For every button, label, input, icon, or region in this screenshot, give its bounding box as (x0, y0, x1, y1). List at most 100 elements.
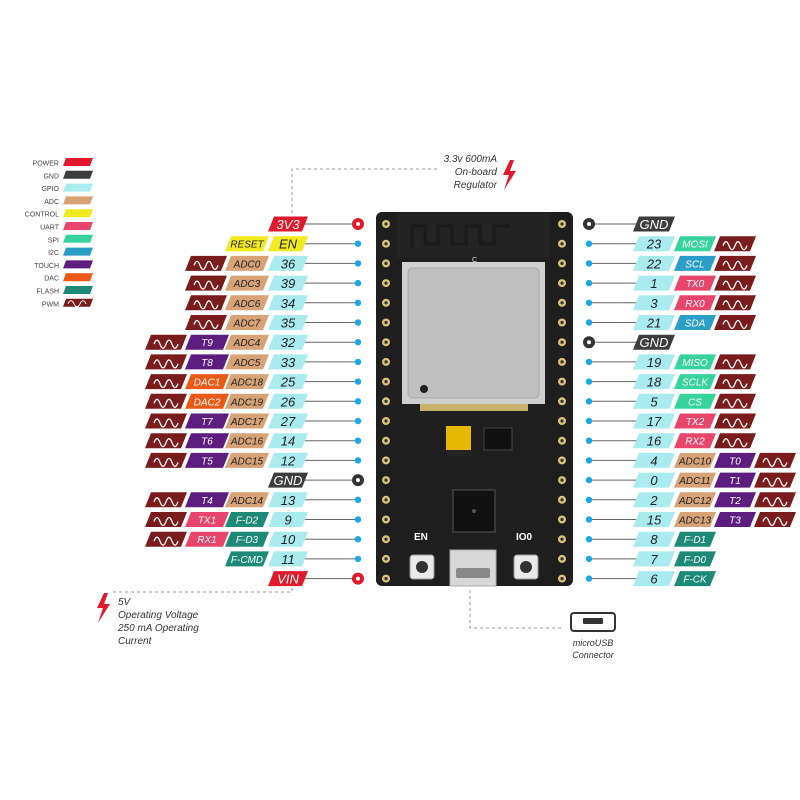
gpio-tag (268, 512, 308, 527)
header-pin-hole (384, 261, 388, 265)
pwm-tag (714, 275, 756, 291)
uart-tag (674, 295, 716, 311)
pin-number-label: 8 (650, 532, 658, 547)
pin-number-label: EN (279, 237, 298, 252)
pin-dot (354, 496, 362, 503)
pin-function-label: TX2 (686, 417, 705, 428)
gnd-tag (268, 472, 308, 488)
header-pin-hole (384, 222, 388, 226)
pin-function-label: ADC10 (678, 456, 712, 467)
left-pin-row: GND (268, 472, 364, 488)
gpio-tag (633, 512, 675, 527)
header-pin-hole (384, 478, 388, 482)
pwm-tag (185, 275, 227, 291)
pin-function-label: ADC18 (230, 378, 264, 389)
legend-item-i2c: I2C (48, 247, 93, 257)
pin-function-label: SCL (685, 259, 704, 270)
gpio-tag (268, 374, 308, 390)
pwm-tag (185, 255, 227, 271)
gnd-tag (633, 216, 675, 232)
right-pin-row: GND (583, 216, 675, 232)
pin-dot (585, 398, 593, 405)
header-pin-hole (560, 261, 564, 265)
pin-dot (585, 476, 593, 484)
gpio-tag (633, 413, 675, 429)
pin-dot (354, 319, 362, 326)
i2c-tag (674, 315, 716, 330)
pin-dot-center (587, 340, 591, 345)
pin-number-label: VIN (277, 572, 299, 587)
legend-label: DAC (44, 276, 59, 283)
pin-dot-center (356, 222, 360, 226)
pwm-tag (145, 433, 187, 449)
right-pin-row: 17 TX2 (585, 413, 756, 429)
pwm-tag (714, 295, 756, 311)
header-pin-hole (384, 340, 388, 344)
gpio-tag (633, 236, 675, 252)
touch-tag (185, 334, 229, 350)
pwm-tag (185, 315, 227, 330)
pwm-tag (145, 452, 187, 468)
gpio-tag (633, 354, 675, 370)
board-en-label: EN (414, 532, 428, 543)
pwm-wave-icon (762, 516, 788, 527)
flash-tag (674, 571, 716, 587)
spi-tag (674, 393, 716, 409)
pin-function-label: ADC6 (233, 299, 261, 310)
pin-dot (354, 299, 362, 306)
legend-swatch (63, 234, 93, 243)
pin-dot (354, 398, 362, 405)
gnd-tag (633, 334, 675, 350)
left-pin-row: 3V3 (268, 216, 364, 232)
pin-number-label: 3 (650, 296, 658, 311)
adc-tag (674, 512, 716, 527)
gpio-tag (633, 255, 675, 271)
touch-tag (185, 433, 229, 449)
header-pin-hole (384, 399, 388, 403)
pin-dot-center (356, 478, 360, 483)
legend-swatch (63, 209, 93, 218)
adc-tag (225, 255, 269, 271)
legend-swatch (63, 170, 93, 179)
header-pin-hole (384, 419, 388, 423)
legend-item-dac: DAC (44, 273, 93, 283)
pwm-tag (754, 472, 796, 488)
pwm-wave-icon (762, 497, 788, 507)
pin-dot (354, 339, 362, 346)
gpio-tag (633, 433, 675, 449)
header-pin-hole (384, 242, 388, 246)
pin-dot (585, 457, 593, 464)
header-pin-hole (560, 320, 564, 325)
pin-number-label: 17 (647, 414, 662, 429)
legend-item-touch: TOUCH (34, 260, 93, 270)
power-tag (268, 216, 308, 232)
pin-function-label: T2 (729, 496, 741, 507)
header-pin-hole (560, 478, 564, 482)
pin-dot (354, 358, 362, 366)
usb-annotation: microUSB Connector (469, 590, 616, 660)
pwm-wave-icon (153, 536, 179, 546)
gpio-tag (268, 334, 308, 350)
pin-number-label: 35 (281, 316, 296, 331)
gpio-tag (268, 433, 308, 449)
pin-number-label: 16 (647, 434, 662, 449)
legend-item-gpio: GPIO (41, 183, 93, 193)
header-pin-hole (560, 399, 564, 403)
legend-item-flash: FLASH (36, 286, 93, 296)
pin-function-label: ADC19 (230, 397, 264, 408)
gpio-tag (633, 295, 675, 311)
pin-number-label: 25 (280, 375, 296, 390)
pin-number-label: 2 (649, 493, 658, 508)
pwm-wave-icon (153, 516, 179, 527)
left-pin-row: 11F-CMD (225, 551, 362, 567)
left-pin-rows: 3V3ENRESET36ADC039ADC334ADC635ADC732ADC4… (145, 216, 364, 587)
header-pin-hole (560, 340, 564, 344)
legend-swatch (63, 273, 93, 282)
legend-item-power: POWER (33, 158, 93, 168)
legend-label: PWM (42, 301, 59, 308)
